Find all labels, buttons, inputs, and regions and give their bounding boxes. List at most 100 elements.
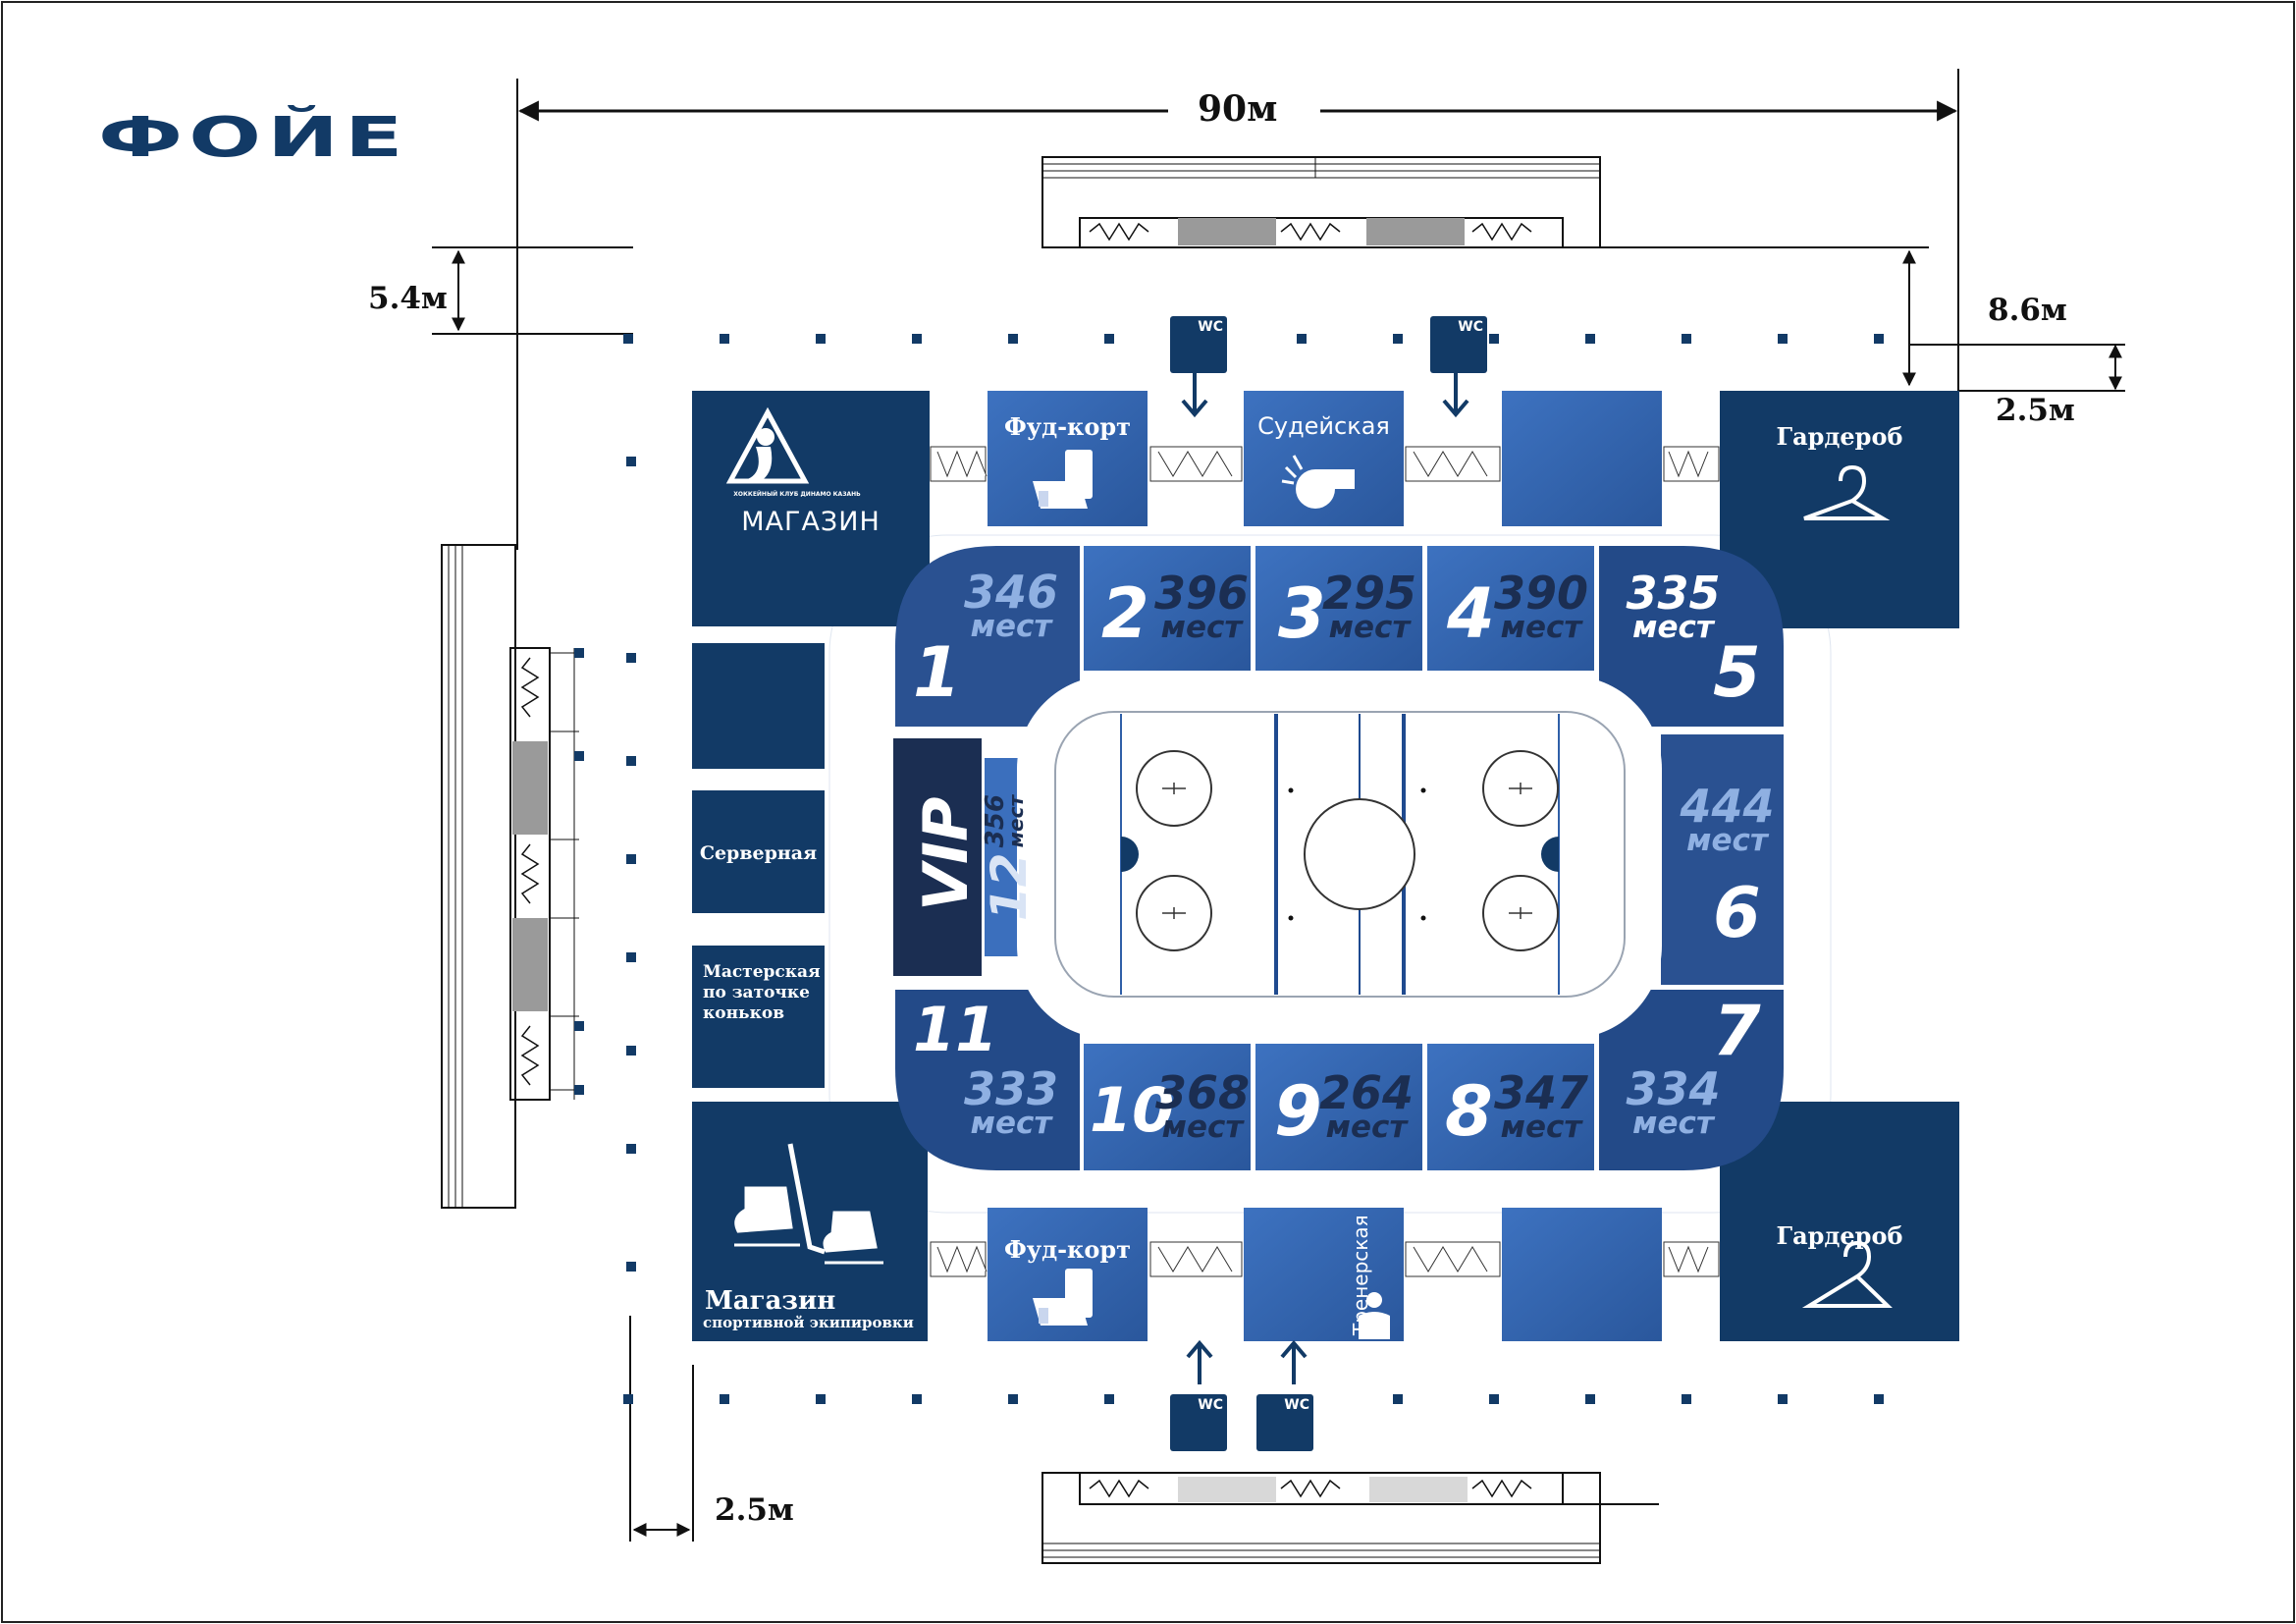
column-marker <box>1489 334 1499 344</box>
column-marker <box>626 854 636 864</box>
section-seat-word: мест <box>970 1106 1052 1142</box>
hanger-icon-top <box>1803 464 1891 520</box>
shop-bottom-label: Магазин <box>705 1286 836 1316</box>
section-number-3: 3 <box>1278 573 1326 654</box>
column-marker <box>626 1262 636 1272</box>
bottom-room-empty <box>1502 1208 1662 1341</box>
dimension-bottom-2-5m-line <box>629 1316 694 1542</box>
section-10-block <box>1084 1044 1251 1170</box>
dimension-5-4m-label: 5.4м <box>368 281 448 316</box>
section-number-2: 2 <box>1101 573 1149 654</box>
section-2-block <box>1084 546 1251 671</box>
section-seat-word: мест <box>1004 794 1029 848</box>
column-marker <box>1874 334 1884 344</box>
section-number-11: 11 <box>913 994 998 1065</box>
dimension-2-5m-bottom-label: 2.5м <box>715 1492 794 1528</box>
section-seat-word: мест <box>1500 610 1582 646</box>
top-room-empty <box>1502 391 1662 526</box>
section-seat-word: мест <box>1632 1106 1714 1142</box>
dimension-90m-line <box>516 69 1959 550</box>
top-entrance <box>1041 156 1601 248</box>
column-marker <box>1778 1394 1788 1404</box>
column-marker <box>574 1085 584 1095</box>
vip-label: VIP <box>910 796 982 912</box>
wc-sign-text: WC <box>1198 319 1223 335</box>
section-1-block <box>895 546 1080 727</box>
workshop-label-line2: по заточке <box>703 983 810 1002</box>
column-marker <box>623 1394 633 1404</box>
left-room-1 <box>692 643 825 769</box>
section-seat-word: мест <box>1161 1110 1244 1146</box>
section-4-block <box>1427 546 1594 671</box>
vip-block <box>893 738 982 976</box>
shop-bottom-sublabel: спортивной экипировки <box>703 1314 914 1331</box>
section-seat-count: 347 <box>1493 1066 1589 1119</box>
ice-rink <box>1017 676 1662 1039</box>
wc-sign-text: WC <box>1198 1397 1223 1413</box>
shop-top-label: МАГАЗИН <box>741 507 881 537</box>
column-marker <box>1104 1394 1114 1404</box>
wc-sign-top-left: WC <box>1170 316 1227 373</box>
cloakroom-bottom-label: Гардероб <box>1776 1221 1903 1250</box>
dimension-8-6m-label: 8.6м <box>1988 293 2067 328</box>
section-number-1: 1 <box>913 632 961 713</box>
column-marker <box>816 1394 826 1404</box>
section-seat-count: 334 <box>1626 1062 1721 1115</box>
section-seat-count: 396 <box>1153 567 1250 620</box>
page-title: ФОЙЕ <box>98 106 409 170</box>
section-number-5: 5 <box>1713 632 1761 713</box>
cloakroom-top-label: Гардероб <box>1776 422 1903 451</box>
wc-sign-bottom-left: WC <box>1170 1394 1227 1451</box>
column-marker <box>1393 334 1403 344</box>
column-marker <box>1585 334 1595 344</box>
column-marker <box>720 334 729 344</box>
club-logo-caption: ХОККЕЙНЫЙ КЛУБ ДИНАМО КАЗАНЬ <box>733 491 861 498</box>
wc-arrows <box>1181 373 1469 1384</box>
section-number-4: 4 <box>1447 573 1495 654</box>
section-seat-word: мест <box>970 609 1052 645</box>
column-marker <box>1585 1394 1595 1404</box>
left-entrance <box>441 544 579 1209</box>
section-number-6: 6 <box>1713 873 1761 953</box>
column-marker <box>720 1394 729 1404</box>
section-seat-count: 333 <box>963 1062 1059 1115</box>
shop-bottom-block <box>692 1102 928 1341</box>
section-number-7: 7 <box>1713 991 1761 1071</box>
section-seat-word: мест <box>1632 610 1714 646</box>
column-marker <box>912 1394 922 1404</box>
column-marker <box>626 1144 636 1154</box>
section-6-block <box>1661 734 1784 985</box>
hanger-icon-bottom <box>1801 1240 1893 1308</box>
column-marker <box>1393 1394 1403 1404</box>
food-tray-icon-top <box>1033 450 1093 509</box>
section-5-block <box>1599 546 1784 727</box>
column-marker <box>574 648 584 658</box>
section-11-block <box>895 990 1080 1170</box>
column-marker <box>626 1046 636 1056</box>
column-marker <box>1297 334 1307 344</box>
section-seat-word: мест <box>1500 1110 1582 1146</box>
coach-room-label: Тренерская <box>1349 1215 1372 1335</box>
column-marker <box>623 334 633 344</box>
food-court-bottom-label: Фуд-корт <box>1003 1235 1132 1264</box>
column-marker <box>626 756 636 766</box>
section-seat-count: 444 <box>1680 780 1775 833</box>
food-court-top-label: Фуд-корт <box>1003 412 1132 441</box>
section-8-block <box>1427 1044 1594 1170</box>
section-number: 12 <box>981 852 1038 921</box>
section-seat-word: мест <box>1686 823 1768 859</box>
food-tray-icon-bottom <box>1033 1269 1093 1326</box>
column-marker <box>816 334 826 344</box>
column-marker <box>1682 1394 1691 1404</box>
wc-sign-text: WC <box>1458 319 1483 335</box>
server-room-label: Серверная <box>699 842 818 864</box>
